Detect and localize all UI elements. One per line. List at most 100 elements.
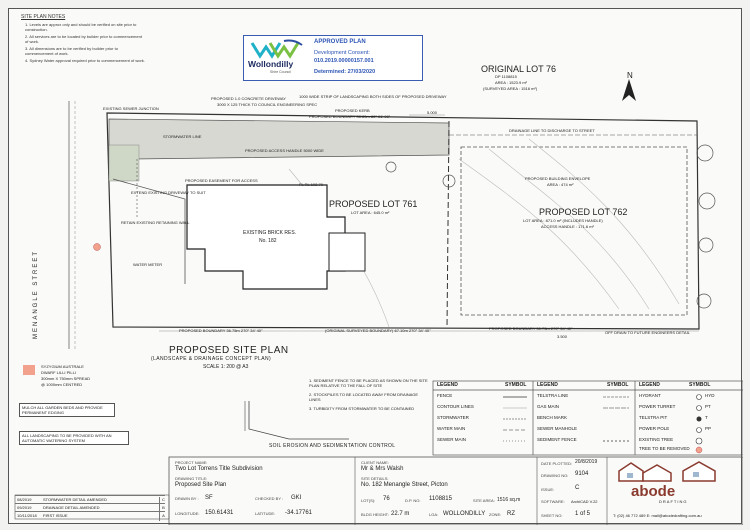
legend-heading: LEGEND [437,382,458,388]
site-details-label: SITE DETAILS: [361,476,389,481]
existing-house-label: EXISTING BRICK RES. [243,230,297,236]
dp-number: 1108815 [429,496,452,502]
drawing-title-label: DRAWING TITLE: [175,476,208,481]
building-envelope-area: AREA : 474 m² [547,182,574,187]
building-envelope-label: PROPOSED BUILDING ENVELOPE [525,176,591,181]
plan-title: PROPOSED SITE PLAN [169,345,289,356]
stamp-title: APPROVED PLAN [314,39,366,45]
software-label: SOFTWARE: [541,499,565,504]
off-drain-label: OFF DRAIN TO FUTURE ENGINEERS DETAIL [605,330,690,335]
legend-item: WATER MAIN [437,426,466,431]
boundary-bottom-label: PROPOSED BOUNDARY 36.75m 270° 34' 40" [179,328,263,333]
site-plan-sheet: SITE PLAN NOTES 1. Levels are approx onl… [8,8,743,525]
legend-symbol-heading: SYMBOL [505,382,527,388]
company-tag: DRAFTING [659,499,688,504]
legend-item: BENCH MARK [537,415,568,420]
project-label: PROJECT NAME: [175,460,208,465]
notes-heading: SITE PLAN NOTES [21,14,66,20]
note-item: 3. All dimensions are to be verified by … [25,46,118,56]
legend-item: SEWER MANHOLE [537,426,578,431]
site-plan-drawing [14,101,743,525]
watering-note: ALL LANDSCAPING TO BE PROVIDED WITH AN A… [19,431,129,445]
lot762-handle: ACCESS HANDLE : 171.6 m² [541,224,594,229]
erosion-title: SOIL EROSION AND SEDIMENTATION CONTROL [269,443,396,449]
revision-row: 09/2019 DRAINAGE DETAIL AMENDED B [15,503,165,513]
original-lot-title: ORIGINAL LOT 76 [481,64,557,74]
longitude: 150.61431 [205,510,234,516]
site-area: 1516 sq.m [497,497,521,503]
lot-label: LOT(S): [361,498,376,503]
legend-item: CONTOUR LINES [437,404,474,409]
site-details: No. 182 Menangle Street, Picton [361,482,448,488]
checked-by: GKI [291,495,302,501]
legend-item: HYDRANT [639,393,661,398]
legend-item: POWER POLE [639,426,670,431]
legend-item: SEWER MAIN [437,437,467,442]
revision-row: 08/2019 STORMWATER DETAIL AMENDED C [15,495,165,505]
stormwater-line-label: STORMWATER LINE [163,134,202,139]
legend-item: POWER TURRET [639,404,676,409]
legend-symbol-heading: SYMBOL [607,382,629,388]
date-label: DATE PLOTTED: [541,461,573,466]
revision-code: A [159,513,167,521]
issue-label: ISSUE: [541,487,555,492]
sediment-note: 3. TURBIDITY FROM STORMWATER TO BE CONTA… [309,406,415,411]
existing-driveway-label: EXTEND EXISTING DRIVEWAY TO SUIT [131,190,206,195]
lot-number: 76 [383,496,390,502]
retain-wall-label: RETAIN EXISTING RETAINING WALL [121,220,190,225]
legend-item: STORMWATER [437,415,469,420]
zone-label: ZONE: [489,512,502,517]
surveyed-boundary-label: (ORIGINAL SURVEYED BOUNDARY) 67.10m 270°… [325,328,431,333]
revision-desc: FIRST ISSUE [43,513,68,518]
council-logo-icon [250,39,303,59]
note-item: 1. Levels are approx only and should be … [25,22,137,32]
dim-label: 3.500 [557,334,568,339]
note-item: 4. Sydney Water approval required prior … [25,58,145,63]
dim-label: 5.000 [427,110,438,115]
tree-swatch [23,365,35,375]
legend-item: SEDIMENT FENCE [537,437,577,442]
lot761-title: PROPOSED LOT 761 [329,199,418,209]
fl-rl-label: FL RL 102.70 [299,182,323,187]
concrete-driveway-label: PROPOSED 1.0 CONCRETE DRIVEWAY [211,96,286,101]
company-name: abode [631,483,676,500]
legend-symbol-heading: SYMBOL [689,382,711,388]
checked-by-label: CHECKED BY : [255,496,284,501]
sheet-number: 1 of 5 [575,511,591,517]
legend-item: TELSTRA LINE [537,393,569,398]
landscaping-strip-label: 1000 WIDE STRIP OF LANDSCAPING BOTH SIDE… [299,94,447,99]
legend-code: PT [705,404,711,409]
sheet-label: SHEET NO: [541,513,563,518]
plan-scale: SCALE 1: 200 @ A3 [203,364,249,370]
client-label: CLIENT NAME: [361,460,389,465]
lga-label: LGA: [429,512,439,517]
access-handle-label: PROPOSED ACCESS HANDLE 5000 WIDE [245,148,324,153]
drainage-line-label: DRAINAGE LINE TO DISCHARGE TO STREET [509,128,595,133]
height-label: BLDG HEIGHT: [361,512,389,517]
drawn-by-label: DRAWN BY : [175,496,199,501]
watering-note-text: ALL LANDSCAPING TO BE PROVIDED WITH AN A… [22,433,112,443]
revision-date: 10/11/2018 [17,513,37,518]
consent-label: Development Consent: [314,50,370,56]
drawing-number: 9104 [575,471,589,477]
tree-cultivar: DWARF LILLI PILLI [41,370,76,375]
street-name: MENANGLE STREET [33,249,39,339]
legend-heading: LEGEND [537,382,558,388]
boundary-lot762-label: PROPOSED BOUNDARY 30.73m 270° 34' 40" [489,326,573,331]
company-contact: T: (02) 46 772 489 E: mail@abodedrafting… [613,513,702,518]
proposed-kerb-label: PROPOSED KERB [335,108,370,113]
revision-row: 10/11/2018 FIRST ISSUE A [15,511,167,521]
latitude-label: LATITUDE: [255,511,276,516]
legend-code: HYD [705,393,715,398]
sediment-note: 2. STOCKPILES TO BE LOCATED AWAY FROM DR… [309,392,419,402]
project-name: Two Lot Torrens Title Subdivision [175,466,263,472]
dp-label: D.P. NO: [405,498,421,503]
revision-date: 08/2019 [17,497,32,502]
legend-code: T [705,415,708,420]
site-area-label: SITE AREA: [473,498,495,503]
existing-house-number: No. 182 [259,238,277,244]
legend-item: GAS MAIN [537,404,560,409]
original-lot-dp: DP 1108815 [495,74,517,79]
tree-pot: @ 1000mm CENTRED [41,382,83,387]
existing-sewer-label: EXISTING SEWER JUNCTION [103,106,159,111]
